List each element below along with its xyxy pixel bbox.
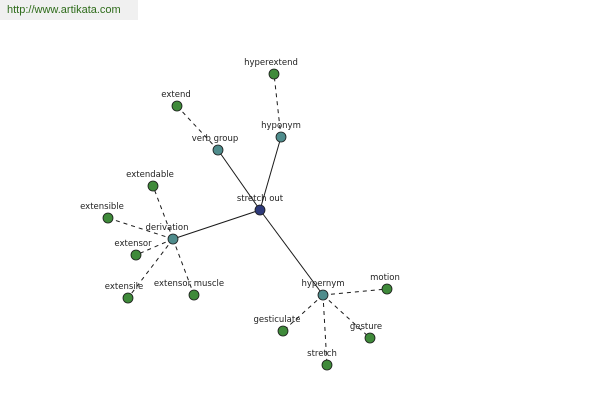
- node-label-extensor: extensor: [114, 239, 152, 249]
- edge-der-extendable: [152, 185, 174, 240]
- node-dot-root[interactable]: [254, 204, 266, 216]
- nodes-layer: stretch out verb group hyponym derivation hy…: [80, 58, 400, 371]
- edge-der-extensor: [135, 238, 174, 256]
- node-label-stretch: stretch: [307, 349, 337, 359]
- edge-der-extensor_muscle: [172, 238, 195, 296]
- node-label-hyperextend: hyperextend: [244, 58, 298, 68]
- node-label-root: stretch out: [237, 194, 284, 204]
- node-extend[interactable]: extend: [161, 90, 191, 112]
- node-label-extensible: extensible: [80, 202, 124, 212]
- edge-root-hypo: [259, 136, 282, 211]
- node-dot-gesticulate[interactable]: [277, 325, 289, 337]
- node-label-extendable: extendable: [126, 170, 174, 180]
- node-gesture[interactable]: gesture: [350, 322, 382, 344]
- node-dot-extensile[interactable]: [122, 292, 134, 304]
- node-label-hypo: hyponym: [261, 121, 301, 131]
- node-hyper[interactable]: hypernym: [301, 279, 345, 301]
- edge-vg-extend: [176, 105, 219, 151]
- node-dot-hypo[interactable]: [275, 131, 287, 143]
- node-dot-extensor[interactable]: [130, 249, 142, 261]
- node-label-extensor-muscle: extensor muscle: [154, 279, 224, 289]
- source-url[interactable]: http://www.artikata.com: [0, 0, 138, 20]
- node-label-motion: motion: [370, 273, 400, 283]
- node-motion[interactable]: motion: [370, 273, 400, 295]
- node-vg[interactable]: verb group: [192, 134, 239, 156]
- node-label-gesticulate: gesticulate: [254, 315, 301, 325]
- node-extensor-muscle[interactable]: extensor muscle: [154, 279, 224, 301]
- node-label-extensile: extensile: [105, 282, 143, 292]
- edge-hyper-motion: [322, 288, 388, 296]
- node-root[interactable]: stretch out: [237, 194, 284, 216]
- node-dot-hyperextend[interactable]: [268, 68, 280, 80]
- node-dot-hyper[interactable]: [317, 289, 329, 301]
- node-der[interactable]: derivation: [145, 223, 189, 245]
- node-extensile[interactable]: extensile: [105, 282, 143, 304]
- node-label-der: derivation: [145, 223, 188, 233]
- node-extendable[interactable]: extendable: [126, 170, 174, 192]
- node-label-hyper: hypernym: [301, 279, 344, 289]
- node-hyperextend[interactable]: hyperextend: [244, 58, 298, 80]
- edges-layer: [107, 73, 388, 366]
- edge-hyper-stretch: [322, 294, 328, 366]
- node-dot-extensor-muscle[interactable]: [188, 289, 200, 301]
- edge-root-der: [172, 209, 261, 240]
- node-dot-extensible[interactable]: [102, 212, 114, 224]
- node-dot-stretch[interactable]: [321, 359, 333, 371]
- edge-der-extensible: [107, 217, 174, 240]
- node-gesticulate[interactable]: gesticulate: [254, 315, 301, 337]
- node-label-extend: extend: [161, 90, 190, 100]
- node-dot-der[interactable]: [167, 233, 179, 245]
- edge-hypo-hyperextend: [273, 73, 282, 138]
- node-extensor[interactable]: extensor: [114, 239, 152, 261]
- node-hypo[interactable]: hyponym: [261, 121, 301, 143]
- node-dot-motion[interactable]: [381, 283, 393, 295]
- edge-root-hyper: [259, 209, 324, 296]
- node-dot-extend[interactable]: [171, 100, 183, 112]
- node-dot-gesture[interactable]: [364, 332, 376, 344]
- node-extensible[interactable]: extensible: [80, 202, 124, 224]
- node-label-gesture: gesture: [350, 322, 382, 332]
- edge-hyper-gesticulate: [282, 294, 324, 332]
- edge-hyper-gesture: [322, 294, 371, 339]
- node-dot-vg[interactable]: [212, 144, 224, 156]
- node-label-vg: verb group: [192, 134, 239, 144]
- node-stretch[interactable]: stretch: [307, 349, 337, 371]
- node-dot-extendable[interactable]: [147, 180, 159, 192]
- edge-root-vg: [217, 149, 261, 211]
